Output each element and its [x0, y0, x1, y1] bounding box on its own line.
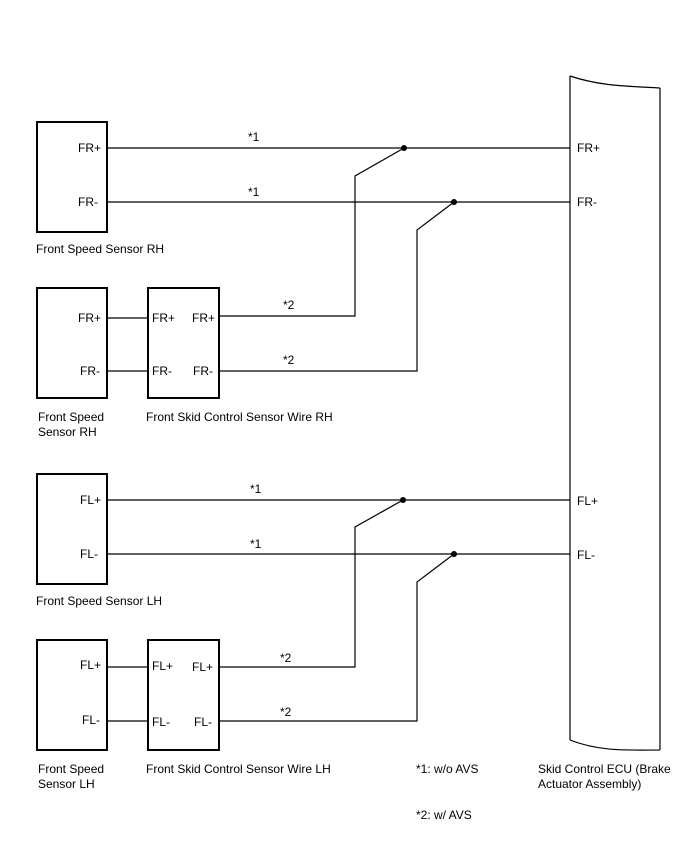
front-speed-sensor-rh-label-line1: Front Speed — [38, 410, 104, 424]
sensor-pin-fr-plus: FR+ — [78, 141, 101, 155]
front-speed-sensor-lh-label-line2: Sensor LH — [38, 777, 95, 791]
sensor2-pin-fl-plus: FL+ — [80, 658, 101, 672]
wire-fr-plus-avs — [219, 147, 405, 317]
front-speed-sensor-rh-label-line2: Sensor RH — [38, 425, 97, 439]
wire-fl-plus-avs — [219, 499, 404, 668]
rh-sensor-direct-group: FR+ FR- Front Speed Sensor RH *1 *1 — [36, 121, 570, 256]
lh-sensor-via-wire-group: FL+ FL- Front Speed Sensor LH FL+ FL- FL… — [36, 499, 455, 791]
harness-out-fl-minus: FL- — [194, 715, 212, 729]
ecu-pin-fl-minus: FL- — [577, 548, 595, 562]
front-speed-sensor-rh-label: Front Speed Sensor RH — [36, 242, 164, 256]
front-speed-sensor-lh-label-line1: Front Speed — [38, 762, 104, 776]
wire-note-fl-minus-avs: *2 — [280, 705, 292, 719]
note-2: *2: w/ AVS — [416, 808, 472, 822]
front-speed-sensor-rh-box-2 — [36, 287, 108, 399]
wire-note-fl-minus: *1 — [250, 537, 262, 551]
ecu-pin-fr-plus: FR+ — [577, 141, 600, 155]
sensor-pin-fr-minus: FR- — [78, 195, 98, 209]
wire-note-fl-plus-avs: *2 — [280, 651, 292, 665]
front-skid-control-sensor-wire-lh-box — [147, 639, 220, 751]
wire-note-fr-minus: *1 — [248, 185, 260, 199]
note-1: *1: w/o AVS — [416, 762, 478, 776]
wire-fl-minus-avs — [219, 553, 455, 722]
front-skid-control-sensor-wire-lh-label: Front Skid Control Sensor Wire LH — [146, 762, 331, 776]
harness-in-fl-plus: FL+ — [152, 659, 173, 673]
harness-in-fr-minus: FR- — [152, 364, 172, 378]
ecu-pin-fl-plus: FL+ — [577, 494, 598, 508]
harness-out-fl-plus: FL+ — [192, 660, 213, 674]
wire-note-fl-plus: *1 — [250, 482, 262, 496]
wire-note-fr-plus-avs: *2 — [283, 298, 295, 312]
front-speed-sensor-rh-box — [36, 121, 108, 233]
front-skid-control-sensor-wire-rh-box — [147, 287, 220, 399]
wire-note-fr-plus: *1 — [248, 130, 260, 144]
harness-out-fr-plus: FR+ — [192, 311, 215, 325]
wire-fr-minus-avs — [219, 201, 455, 372]
sensor2-pin-fl-minus: FL- — [82, 713, 100, 727]
front-speed-sensor-lh-label: Front Speed Sensor LH — [36, 594, 162, 608]
harness-out-fr-minus: FR- — [193, 364, 213, 378]
front-speed-sensor-lh-box — [36, 473, 108, 585]
rh-sensor-via-wire-group: FR+ FR- Front Speed Sensor RH FR+ FR- FR… — [36, 147, 455, 439]
ecu-label-line2: Actuator Assembly) — [538, 777, 641, 791]
wire-note-fr-minus-avs: *2 — [283, 353, 295, 367]
front-skid-control-sensor-wire-rh-label: Front Skid Control Sensor Wire RH — [146, 410, 333, 424]
sensor-pin-fl-minus: FL- — [80, 547, 98, 561]
front-speed-sensor-lh-box-2 — [36, 639, 108, 751]
ecu-outline — [569, 75, 661, 751]
notes: *1: w/o AVS *2: w/ AVS — [416, 762, 478, 822]
sensor2-pin-fr-plus: FR+ — [78, 311, 101, 325]
lh-sensor-direct-group: FL+ FL- Front Speed Sensor LH *1 *1 — [36, 473, 570, 608]
ecu-label-line1: Skid Control ECU (Brake — [538, 762, 671, 776]
sensor-pin-fl-plus: FL+ — [80, 493, 101, 507]
harness-in-fr-plus: FR+ — [152, 311, 175, 325]
skid-control-ecu: FR+ FR- FL+ FL- Skid Control ECU (Brake … — [538, 75, 671, 791]
ecu-pin-fr-minus: FR- — [577, 195, 597, 209]
harness-in-fl-minus: FL- — [152, 715, 170, 729]
sensor2-pin-fr-minus: FR- — [80, 364, 100, 378]
